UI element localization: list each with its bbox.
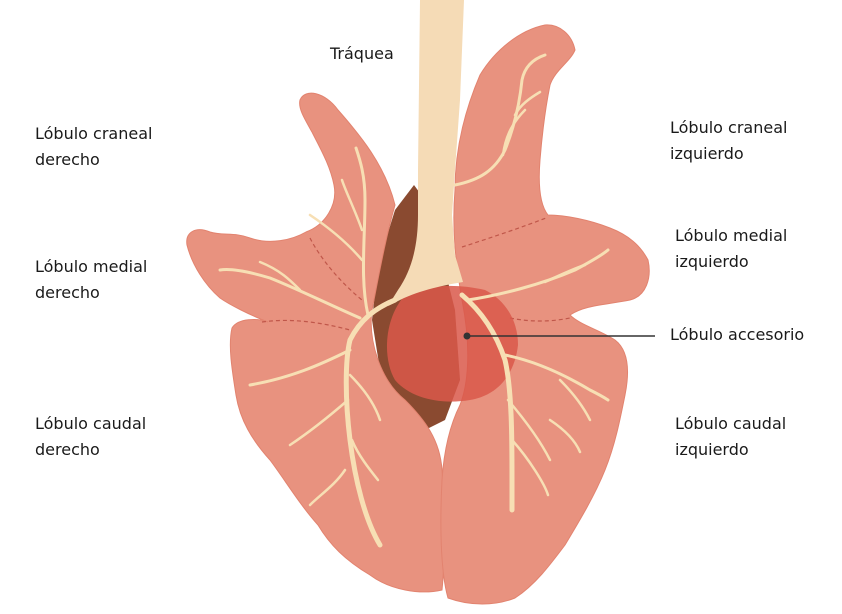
lobe-line-left-lower xyxy=(509,317,571,322)
label-line-2: derecho xyxy=(35,150,100,169)
label-right-caudal-lobe: Lóbulo caudal derecho xyxy=(35,411,146,463)
label-right-medial-lobe: Lóbulo medial derecho xyxy=(35,254,147,306)
label-right-cranial-lobe: Lóbulo craneal derecho xyxy=(35,121,152,173)
label-line-1: Lóbulo caudal xyxy=(675,414,787,433)
accessory-lobe xyxy=(386,285,518,402)
label-line-1: Lóbulo caudal xyxy=(35,414,147,433)
label-line-2: izquierdo xyxy=(675,252,749,271)
lobe-line-right-upper xyxy=(309,237,363,301)
label-line-2: izquierdo xyxy=(670,144,744,163)
lobe-line-right-lower xyxy=(261,319,351,331)
label-left-cranial-lobe: Lóbulo craneal izquierdo xyxy=(670,115,787,167)
bronchi-left xyxy=(453,53,610,513)
label-line-2: izquierdo xyxy=(675,440,749,459)
label-trachea: Tráquea xyxy=(330,41,394,67)
label-left-medial-lobe: Lóbulo medial izquierdo xyxy=(675,223,787,275)
accessory-pointer-dot xyxy=(463,332,471,340)
left-lung xyxy=(440,24,650,605)
label-line-2: derecho xyxy=(35,283,100,302)
label-line-1: Lóbulo medial xyxy=(675,226,788,245)
trachea xyxy=(388,0,464,306)
label-line-2: derecho xyxy=(35,440,100,459)
label-left-caudal-lobe: Lóbulo caudal izquierdo xyxy=(675,411,786,463)
label-accessory-text: Lóbulo accesorio xyxy=(670,325,805,344)
lobe-line-left-upper xyxy=(461,217,547,248)
label-trachea-text: Tráquea xyxy=(330,44,394,63)
label-accessory-lobe: Lóbulo accesorio xyxy=(670,322,804,348)
label-line-1: Lóbulo craneal xyxy=(670,118,788,137)
bronchi-right xyxy=(218,146,398,548)
label-line-1: Lóbulo medial xyxy=(35,257,148,276)
label-line-1: Lóbulo craneal xyxy=(35,124,153,143)
